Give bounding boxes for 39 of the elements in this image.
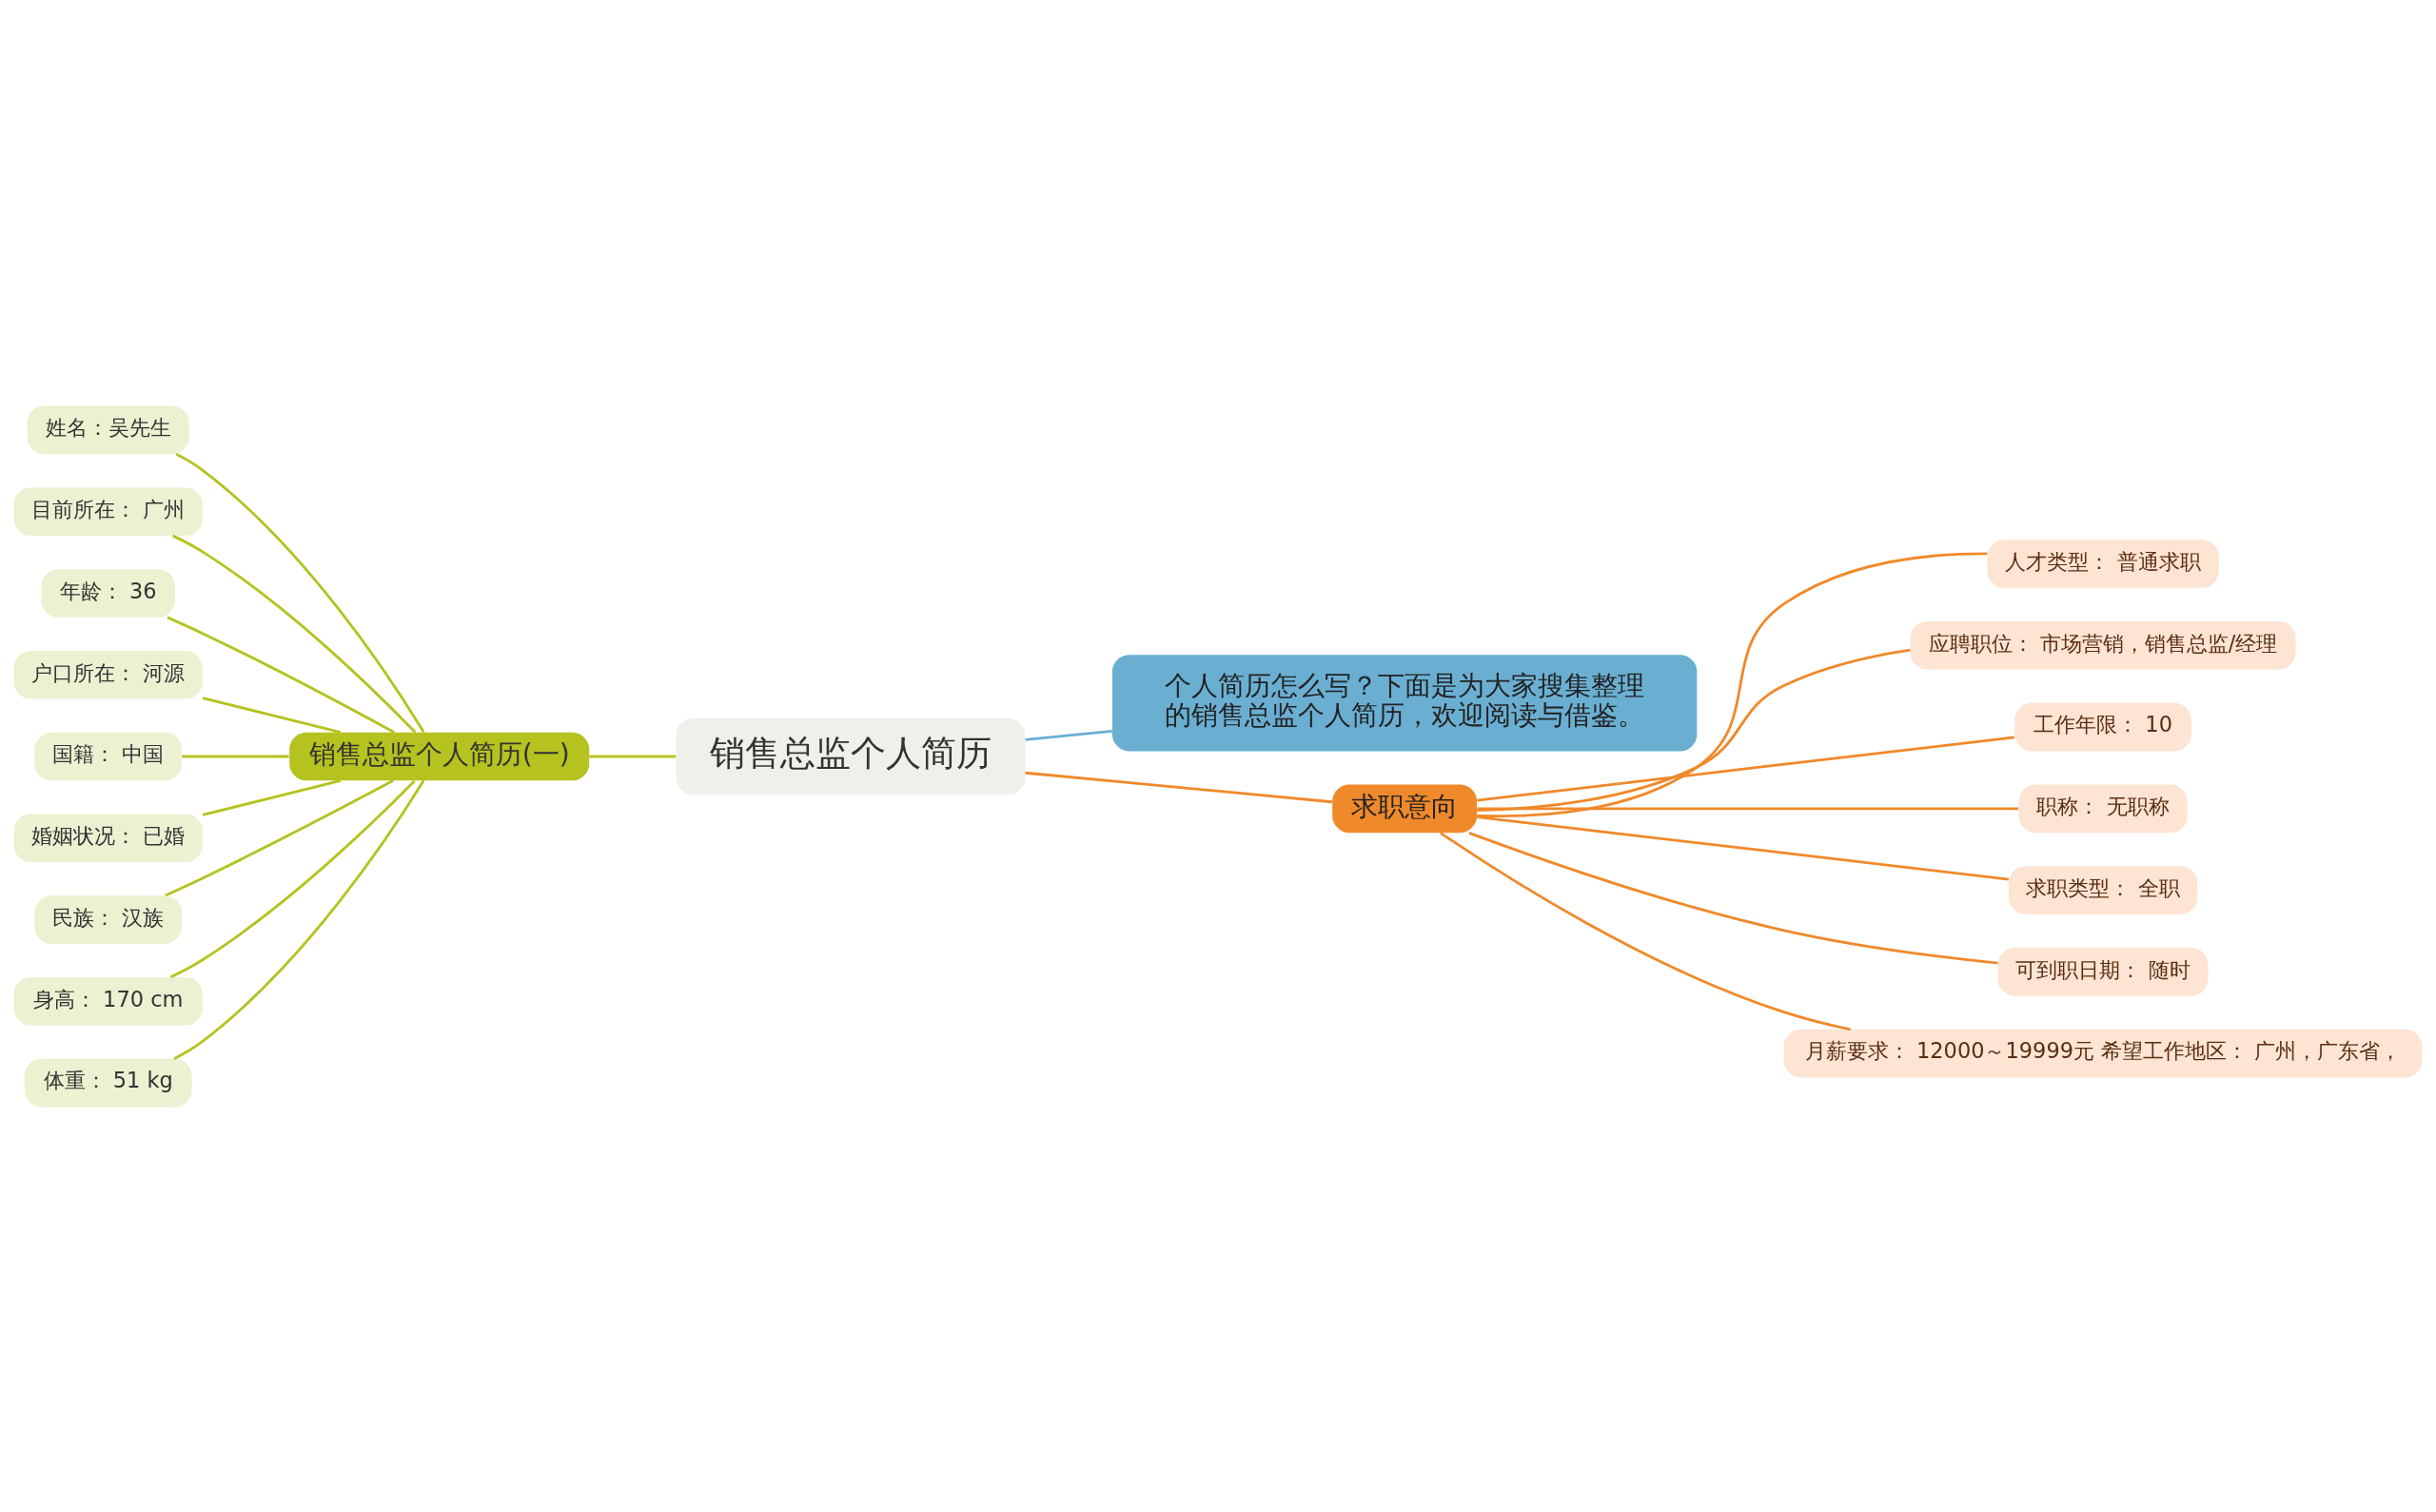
node-box: 可到职日期： 随时 (1997, 947, 2209, 996)
connector (1477, 648, 1911, 812)
node-box: 月薪要求： 12000～19999元 希望工作地区： 广州，广东省， (1783, 1029, 2423, 1077)
node-box: 销售总监个人简历(一) (289, 732, 590, 780)
node-box: 职称： 无职称 (2018, 784, 2188, 833)
connector (589, 755, 677, 757)
connector (202, 778, 342, 816)
connector (202, 696, 342, 734)
node-box: 国籍： 中国 (34, 732, 183, 780)
connector (175, 452, 425, 733)
connector (167, 616, 395, 734)
connector (1025, 729, 1112, 741)
node-box: 应聘职位： 市场营销，销售总监/经理 (1910, 620, 2296, 670)
node-box: 个人简历怎么写？下面是为大家搜集整理的销售总监个人简历，欢迎阅读与借鉴。 (1111, 654, 1698, 751)
connector (182, 755, 289, 757)
node-box: 销售总监个人简历 (676, 717, 1026, 795)
node-box: 人才类型： 普通求职 (1987, 539, 2219, 588)
node-box: 姓名：吴先生 (27, 405, 189, 454)
node-box: 体重： 51 kg (24, 1058, 192, 1107)
connector (172, 534, 417, 734)
node-box: 户口所在： 河源 (13, 650, 203, 699)
connector (173, 779, 425, 1060)
node-box: 年龄： 36 (41, 568, 175, 618)
connector (1025, 771, 1332, 803)
connector (165, 778, 394, 896)
connector (1477, 806, 2018, 810)
connector (170, 779, 416, 978)
node-box: 民族： 汉族 (34, 894, 183, 944)
node-box: 求职类型： 全职 (2008, 865, 2198, 914)
node-box: 身高： 170 cm (13, 976, 203, 1026)
connector (1477, 735, 2015, 801)
node-box: 目前所在： 广州 (13, 486, 203, 536)
connector (1468, 831, 1998, 965)
node-box: 工作年限： 10 (2014, 702, 2191, 751)
node-box: 婚姻状况： 已婚 (13, 813, 203, 862)
connector (1477, 551, 1988, 817)
connector (1477, 815, 2010, 881)
node-box: 求职意向 (1332, 784, 1478, 833)
connector (1440, 831, 1851, 1031)
